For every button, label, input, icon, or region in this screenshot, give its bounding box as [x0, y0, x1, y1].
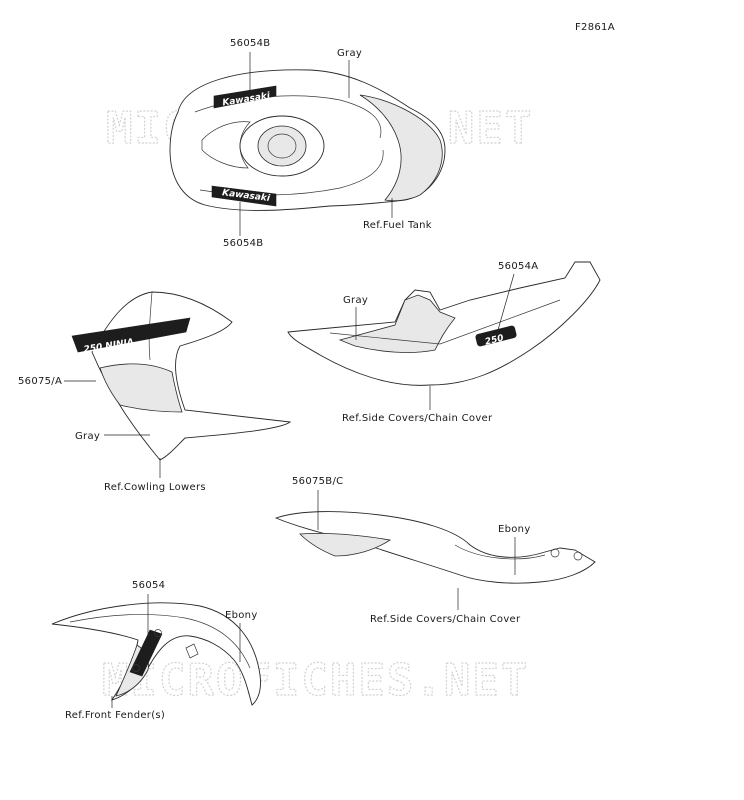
fender-color: Ebony: [225, 610, 258, 621]
side-cover-lower-color: Ebony: [498, 524, 531, 535]
fender-decal: [129, 629, 163, 677]
side-cover-lower-part[interactable]: 56075B/C: [292, 476, 343, 487]
tank-part-top[interactable]: 56054B: [230, 38, 270, 49]
front-fender-group: 56054 Ebony Ref.Front Fender(s): [51, 580, 261, 721]
tank-decal-bottom: Kawasaki: [211, 185, 277, 207]
side-cover-upper-ref[interactable]: Ref.Side Covers/Chain Cover: [342, 413, 493, 424]
cowling-ref[interactable]: Ref.Cowling Lowers: [104, 482, 206, 493]
figure-code: F2861A: [575, 22, 615, 33]
fuel-cap: [257, 125, 307, 167]
side-cover-upper-decal: [475, 325, 517, 347]
side-cover-lower-ref[interactable]: Ref.Side Covers/Chain Cover: [370, 614, 521, 625]
side-cover-upper-group: 250 56054A Gray Ref.Side Covers/Chain Co…: [287, 261, 601, 424]
tank-part-bottom[interactable]: 56054B: [223, 238, 263, 249]
fuel-tank-group: Kawasaki Kawasaki 56054B Gray 56054B Ref…: [169, 38, 446, 249]
cowling-decal: [71, 317, 191, 353]
svg-text:250: 250: [484, 333, 505, 347]
cowling-color: Gray: [75, 431, 100, 442]
cowling-group: 250 NINJA 56075/A Gray Ref.Cowling Lower…: [18, 291, 292, 493]
watermark-bottom: MICROFICHES.NET: [102, 655, 529, 706]
tank-color-label: Gray: [337, 48, 362, 59]
side-cover-upper-part[interactable]: 56054A: [498, 261, 538, 272]
fender-part[interactable]: 56054: [132, 580, 165, 591]
tank-rear-section: [359, 94, 443, 202]
fender-ref[interactable]: Ref.Front Fender(s): [65, 710, 165, 721]
side-cover-lower-group: 56075B/C Ebony Ref.Side Covers/Chain Cov…: [274, 476, 596, 625]
side-cover-upper-color: Gray: [343, 295, 368, 306]
cowling-part[interactable]: 56075/A: [18, 376, 62, 387]
tank-ref[interactable]: Ref.Fuel Tank: [363, 220, 432, 231]
